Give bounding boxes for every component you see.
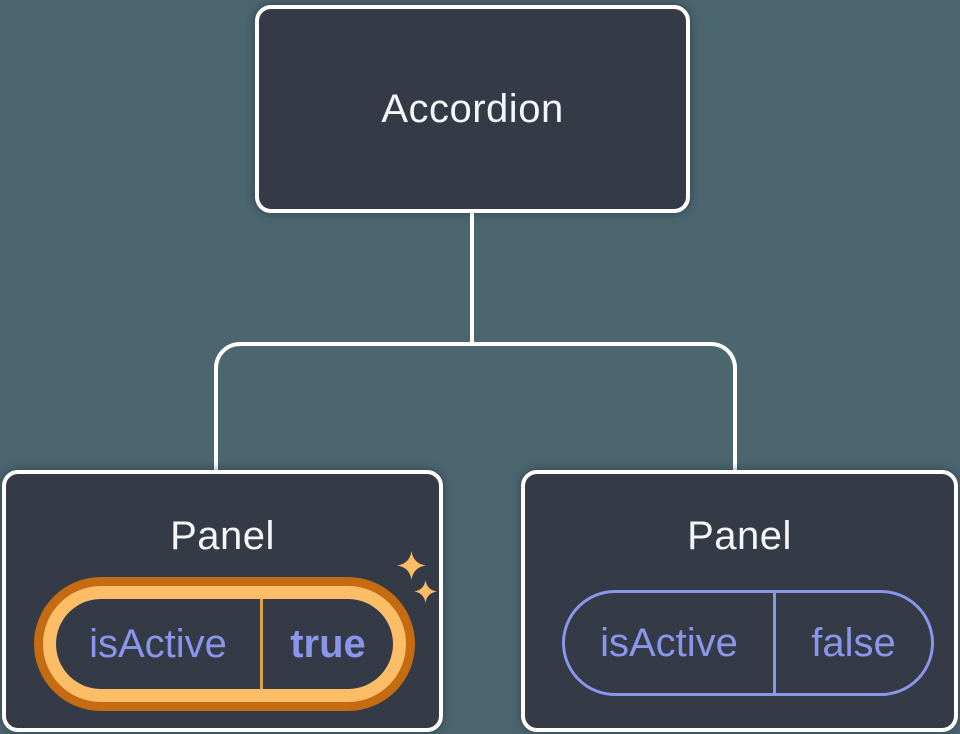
panel-node-active: Panel isActive true [2,470,443,732]
panel-title: Panel [687,514,792,558]
state-pill-divider [773,593,776,693]
state-prop-value: true [290,621,366,666]
state-prop-label: isActive [89,621,227,666]
state-pill-glow-ring: isActive true [43,586,406,702]
panel-node-inactive: Panel isActive false [521,470,958,732]
accordion-node: Accordion [255,5,690,213]
connector-bracket [214,342,737,470]
connector-stem [470,212,474,346]
panel-title: Panel [170,514,275,558]
state-pill-inactive: isActive false [562,590,934,696]
accordion-label: Accordion [381,86,564,131]
state-prop-label: isActive [600,620,738,665]
state-pill-divider [260,599,263,689]
state-prop-value: false [811,620,896,665]
state-pill-active: isActive true [34,577,415,711]
sparkles-icon [397,551,437,603]
sparkle-small-icon [414,580,437,603]
sparkle-large-icon [397,551,426,580]
